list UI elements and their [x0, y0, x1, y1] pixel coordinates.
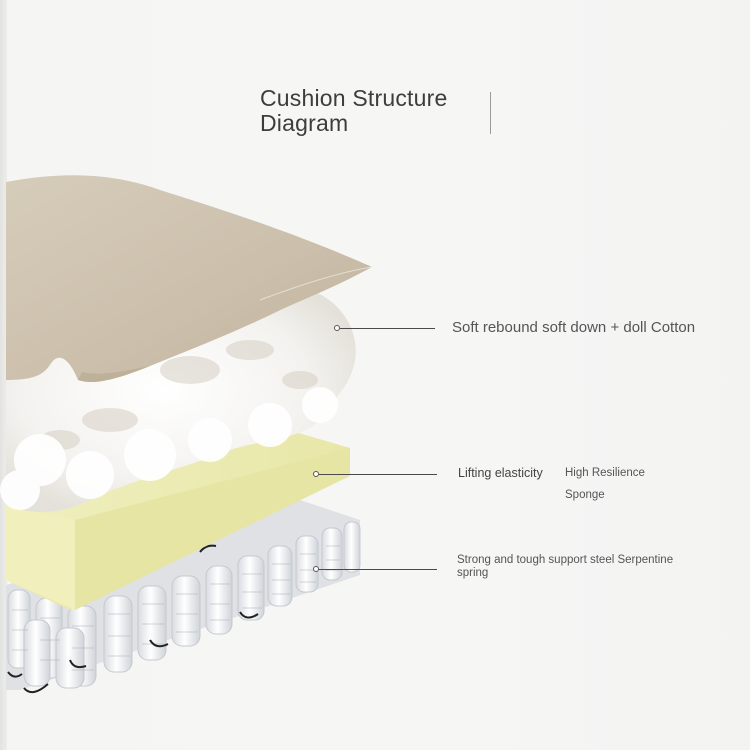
title-divider — [490, 92, 491, 134]
spring-leader-line — [319, 569, 437, 570]
spring-marker-dot — [313, 566, 319, 572]
diagram-title: Cushion Structure Diagram — [260, 86, 448, 136]
sponge-marker-dot — [313, 471, 319, 477]
sponge-detail-line-1: High Resilience — [565, 467, 645, 479]
left-edge — [0, 0, 7, 750]
title-line-1: Cushion Structure — [260, 85, 448, 111]
sponge-layer-label: Lifting elasticity — [458, 466, 543, 480]
fabric-cover-layer — [6, 175, 373, 383]
down-leader-line — [340, 328, 435, 329]
sponge-leader-line — [319, 474, 437, 475]
spring-layer-label: Strong and tough support steel Serpentin… — [457, 554, 674, 579]
spring-layer — [6, 500, 361, 694]
title-line-2: Diagram — [260, 110, 349, 136]
sponge-detail-line-2: Sponge — [565, 489, 605, 501]
down-layer-label: Soft rebound soft down + doll Cotton — [452, 319, 696, 336]
down-marker-dot — [334, 325, 340, 331]
